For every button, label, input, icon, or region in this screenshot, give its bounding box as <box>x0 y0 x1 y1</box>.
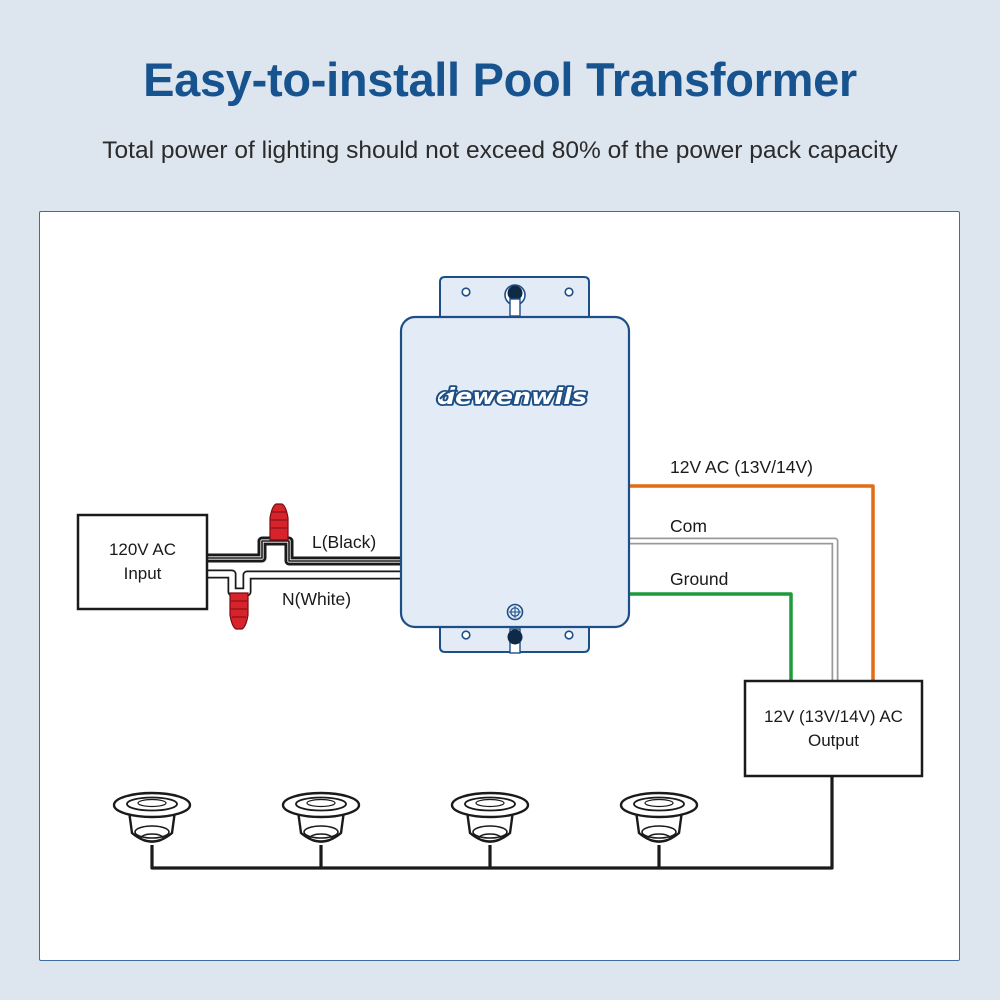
lighting-bus-wire <box>150 776 834 870</box>
bottom-mounting-bracket <box>439 621 590 654</box>
wire-label-hot-out: 12V AC (13V/14V) <box>670 457 813 477</box>
input-box-label-line2: Input <box>124 564 162 583</box>
wire-label-live: L(Black) <box>312 532 376 552</box>
pool-light-fixture <box>112 791 192 843</box>
dewenwils-logo: dewenwils <box>435 383 589 412</box>
top-mounting-bracket <box>439 276 590 319</box>
transformer-unit: dewenwils <box>399 276 631 654</box>
input-wires <box>207 536 402 597</box>
output-box-label-line2: Output <box>808 731 859 750</box>
pool-light-fixture <box>450 791 530 843</box>
wire-nut-neutral <box>229 592 249 630</box>
input-box-label-line1: 120V AC <box>109 540 176 559</box>
output-wires <box>628 484 875 681</box>
pool-lights <box>112 791 699 843</box>
input-box: 120V AC Input <box>76 513 209 611</box>
pool-light-fixture <box>619 791 699 843</box>
transformer-body <box>399 315 631 629</box>
pool-light-fixture <box>281 791 361 843</box>
output-box-label-line1: 12V (13V/14V) AC <box>764 707 903 726</box>
wire-nut-live <box>269 503 289 541</box>
svg-text:dewenwils: dewenwils <box>437 385 587 410</box>
wire-label-ground: Ground <box>670 569 728 589</box>
page-subtitle: Total power of lighting should not excee… <box>102 137 898 164</box>
adjustment-screw <box>506 603 524 621</box>
page-title: Easy-to-install Pool Transformer <box>143 53 857 106</box>
output-box: 12V (13V/14V) AC Output <box>743 679 924 778</box>
wire-label-common: Com <box>670 516 707 536</box>
wire-label-neutral: N(White) <box>282 589 351 609</box>
